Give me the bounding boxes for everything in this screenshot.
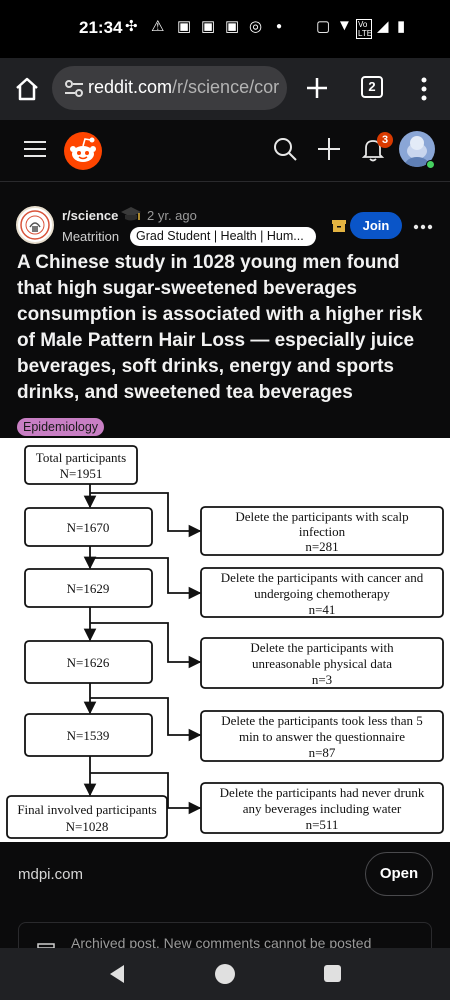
flow-text: unreasonable physical data	[252, 656, 392, 671]
post-image[interactable]: Total participants N=1951 N=1670 N=1629 …	[0, 438, 450, 842]
menu-icon[interactable]	[24, 140, 46, 158]
dot-icon: ●	[276, 21, 283, 32]
flow-text: infection	[299, 524, 346, 539]
site-settings-icon[interactable]	[63, 77, 85, 99]
home-icon[interactable]	[12, 74, 42, 104]
flow-text: Delete the participants with cancer and	[221, 570, 424, 585]
back-icon[interactable]	[108, 964, 126, 984]
flow-text: n=281	[305, 539, 338, 554]
flowchart: Total participants N=1951 N=1670 N=1629 …	[6, 445, 444, 839]
wifi-icon: ▼	[337, 17, 352, 34]
battery-icon: ▮	[397, 18, 406, 35]
flow-text: N=1539	[67, 728, 110, 743]
subreddit-avatar[interactable]	[16, 206, 54, 244]
notification-icon: ▣	[225, 18, 240, 35]
chrome-icon: ◎	[249, 18, 263, 35]
volte-icon: Vo LTE	[356, 19, 373, 39]
system-nav-bar	[0, 948, 450, 1000]
post-title[interactable]: A Chinese study in 1028 young men found …	[17, 252, 423, 403]
subreddit-logo-icon	[20, 210, 50, 240]
flow-box-total	[24, 445, 138, 485]
online-indicator	[426, 160, 435, 169]
reddit-logo-icon[interactable]	[64, 132, 102, 170]
recent-apps-button[interactable]	[324, 965, 341, 982]
status-time: 21:34	[79, 18, 123, 37]
new-tab-icon[interactable]	[303, 74, 331, 102]
flow-text: n=87	[309, 745, 336, 760]
home-button[interactable]	[215, 964, 235, 984]
flow-text: N=1629	[67, 581, 110, 596]
graduation-cap-icon	[121, 207, 141, 221]
flow-text: N=1028	[66, 819, 109, 834]
notification-badge: 3	[377, 132, 393, 148]
search-icon[interactable]	[272, 136, 298, 162]
flow-text: undergoing chemotherapy	[254, 586, 390, 601]
archive-icon	[332, 220, 346, 232]
more-options-icon[interactable]	[413, 224, 433, 230]
url-host: reddit.com	[88, 77, 173, 97]
post-author[interactable]: Meatrition	[62, 229, 120, 244]
subreddit-name[interactable]: r/science	[62, 208, 119, 223]
browser-menu-icon[interactable]	[420, 76, 428, 102]
bell-icon[interactable]	[360, 136, 386, 162]
url-bar[interactable]: reddit.com/r/science/cor	[52, 66, 287, 110]
join-button[interactable]: Join	[350, 212, 402, 239]
tab-switcher-button[interactable]: 2	[361, 76, 383, 98]
flow-text: n=3	[312, 672, 332, 687]
author-flair: Grad Student | Health | Hum...	[130, 227, 316, 246]
flow-text: min to answer the questionnaire	[239, 729, 405, 744]
url-path: /r/science/cor	[172, 77, 280, 97]
link-domain[interactable]: mdpi.com	[18, 866, 84, 883]
archived-text: Archived post. New comments cannot be po…	[71, 935, 372, 951]
open-link-button[interactable]: Open	[365, 852, 433, 896]
flow-text: Delete the participants had never drunk	[220, 785, 425, 800]
flow-text: N=1670	[67, 520, 110, 535]
create-post-icon[interactable]	[316, 136, 342, 162]
flow-text: N=1951	[60, 466, 103, 481]
flow-text: n=41	[309, 602, 336, 617]
flow-text: any beverages including water	[243, 801, 402, 816]
flow-text: Final involved participants	[17, 802, 156, 817]
notification-icon: ▣	[201, 18, 216, 35]
warning-icon: ⚠	[151, 18, 165, 35]
flow-text: N=1626	[67, 655, 110, 670]
reddit-header: 3	[0, 120, 450, 182]
flow-text: Delete the participants with	[250, 640, 394, 655]
flow-text: Delete the participants with scalp	[235, 509, 408, 524]
archived-notice: Archived post. New comments cannot be po…	[18, 922, 432, 962]
notification-icon: ▣	[177, 18, 192, 35]
flow-text: Delete the participants took less than 5	[221, 713, 422, 728]
avatar-image	[405, 136, 429, 167]
nfc-icon: ▢	[316, 18, 331, 35]
post-age: 2 yr. ago	[147, 208, 197, 223]
fan-icon: ✣	[125, 18, 138, 35]
flow-text: Total participants	[36, 450, 126, 465]
url-text: reddit.com/r/science/cor	[88, 77, 279, 98]
status-bar: 21:34 ✣ ⚠ ▣ ▣ ▣ ◎ ● ▢ ▼ Vo LTE ◢ ▮	[0, 0, 450, 58]
browser-toolbar: reddit.com/r/science/cor 2	[0, 58, 450, 120]
post-flair[interactable]: Epidemiology	[17, 418, 105, 436]
flow-text: n=511	[306, 817, 339, 832]
signal-icon: ◢	[377, 18, 389, 35]
